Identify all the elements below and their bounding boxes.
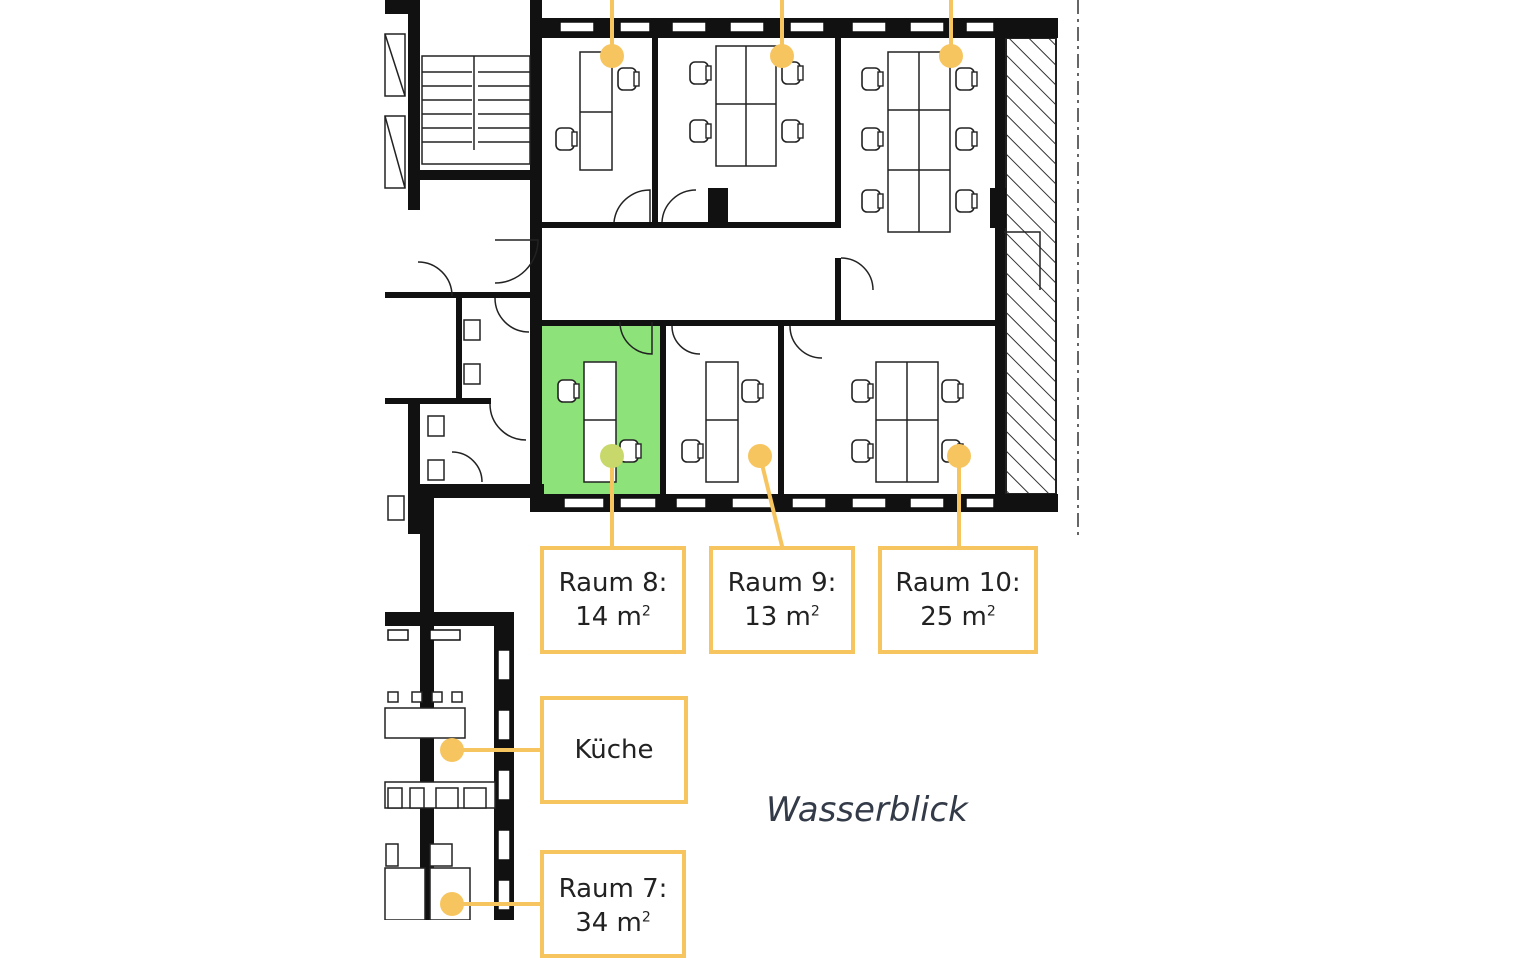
marker-raum-10 — [947, 444, 971, 468]
marker-raum-7 — [440, 892, 464, 916]
callout-markers — [440, 44, 971, 916]
label-raum-8[interactable]: Raum 8: 14 m2 — [540, 546, 686, 654]
kitchen-furniture — [384, 691, 496, 920]
raum-9-title: Raum 9: — [727, 568, 837, 598]
raum-9-area: 13 m2 — [744, 602, 820, 632]
marker-top-right — [939, 44, 963, 68]
raum-8-area: 14 m2 — [575, 602, 651, 632]
windows — [387, 21, 995, 911]
desks-room-top-left — [555, 51, 640, 171]
marker-raum-9 — [748, 444, 772, 468]
stairs — [384, 33, 531, 521]
desks-room-top-right — [861, 51, 978, 233]
label-raum-9[interactable]: Raum 9: 13 m2 — [709, 546, 855, 654]
desks-room-10 — [851, 361, 964, 483]
raum-7-title: Raum 7: — [558, 874, 668, 904]
raum-10-title: Raum 10: — [895, 568, 1021, 598]
marker-kueche — [440, 738, 464, 762]
desks-room-top-middle — [689, 45, 804, 167]
raum-8-title: Raum 8: — [558, 568, 668, 598]
kueche-title: Küche — [574, 735, 654, 765]
balcony-hatch — [1005, 37, 1057, 495]
label-raum-10[interactable]: Raum 10: 25 m2 — [878, 546, 1038, 654]
raum-7-area: 34 m2 — [575, 908, 651, 938]
callout-leaders — [450, 0, 961, 906]
desks-room-9 — [681, 361, 764, 483]
label-kueche[interactable]: Küche — [540, 696, 688, 804]
marker-top-middle — [770, 44, 794, 68]
doors — [417, 189, 1041, 483]
orientation-label: Wasserblick — [766, 790, 968, 830]
floor-plan — [384, 0, 1079, 920]
label-raum-7[interactable]: Raum 7: 34 m2 — [540, 850, 686, 958]
marker-raum-8 — [600, 444, 624, 468]
raum-10-area: 25 m2 — [920, 602, 996, 632]
marker-top-left — [600, 44, 624, 68]
